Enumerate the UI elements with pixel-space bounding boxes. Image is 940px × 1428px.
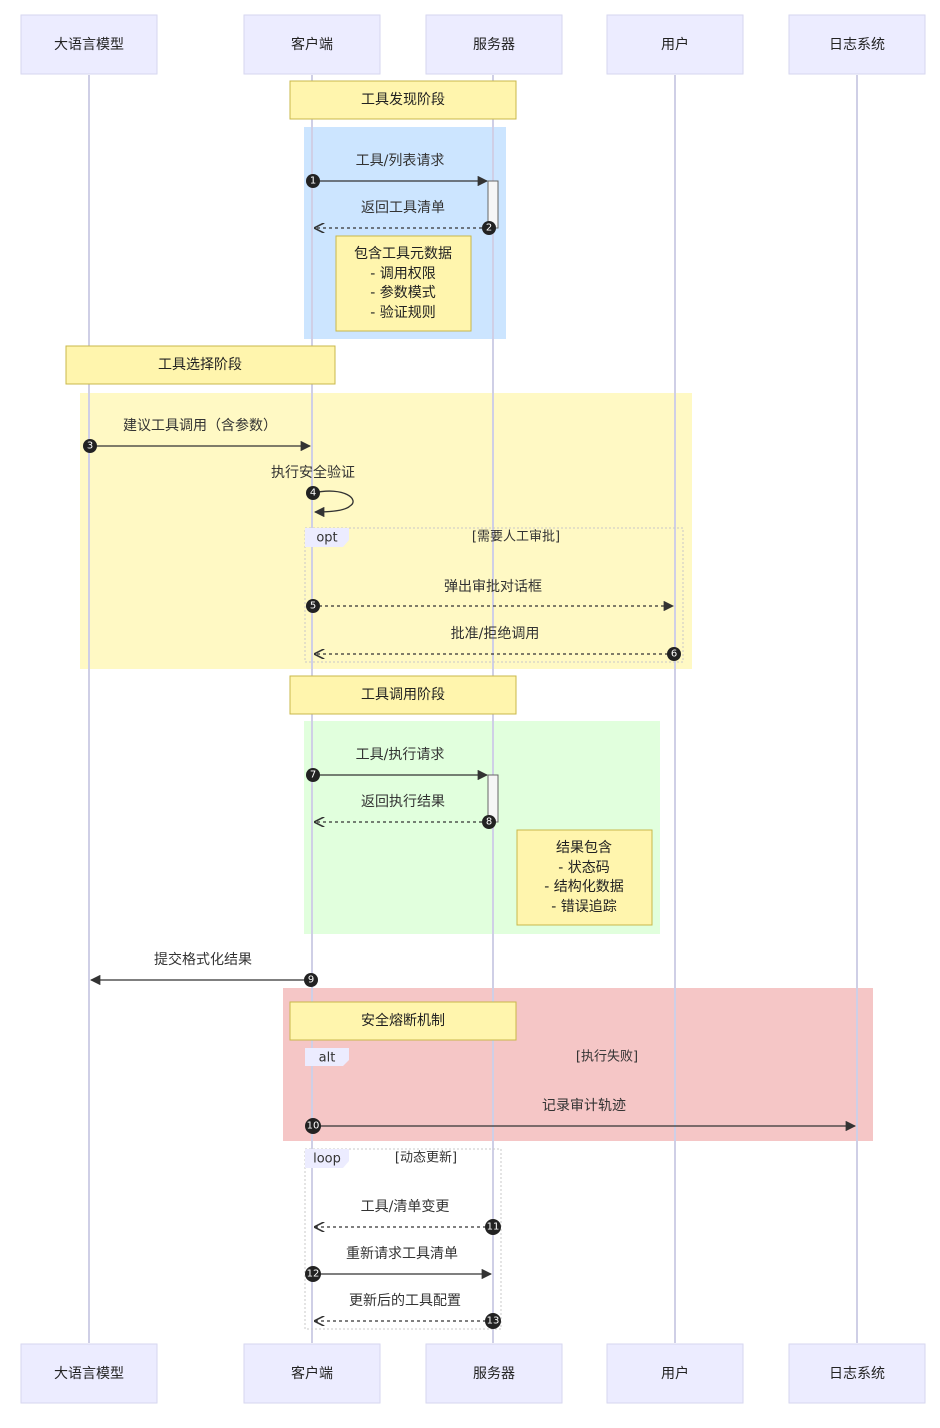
svg-text:2: 2 [486, 223, 492, 234]
loop-tab [305, 1149, 349, 1168]
actor-client-bottom: 客户端 [243, 1343, 381, 1404]
note-tool-metadata: 包含工具元数据 - 调用权限 - 参数模式 - 验证规则 [335, 235, 472, 332]
note-text: 工具发现阶段 [361, 92, 445, 108]
note-line: 结果包含 [556, 840, 612, 856]
alt-frame: alt [执行失败] [305, 1048, 638, 1066]
actor-label: 大语言模型 [54, 1366, 124, 1382]
sequence-number-2: 2 [482, 221, 496, 235]
opt-condition: [需要人工审批] [472, 530, 560, 545]
note-result-contents: 结果包含 - 状态码 - 结构化数据 - 错误追踪 [516, 829, 653, 926]
message-13-label: 更新后的工具配置 [349, 1293, 461, 1309]
message-2-label: 返回工具清单 [361, 200, 445, 216]
message-10-label: 记录审计轨迹 [542, 1098, 626, 1114]
actor-server-bottom: 服务器 [425, 1343, 563, 1404]
sequence-number-8: 8 [482, 815, 496, 829]
svg-text:13: 13 [487, 1316, 500, 1327]
message-7-label: 工具/执行请求 [356, 747, 445, 763]
note-text: 安全熔断机制 [361, 1012, 445, 1029]
opt-tab [305, 528, 349, 547]
sequence-number-4: 4 [306, 486, 320, 500]
actor-label: 客户端 [291, 36, 333, 53]
note-text: 工具调用阶段 [361, 687, 445, 703]
svg-text:5: 5 [310, 601, 316, 612]
actor-user-bottom: 用户 [606, 1343, 744, 1404]
sequence-number-5: 5 [306, 599, 320, 613]
message-4-arrow [312, 490, 354, 518]
actor-label: 用户 [661, 36, 689, 53]
alt-condition: [执行失败] [576, 1050, 638, 1065]
svg-text:9: 9 [308, 975, 314, 986]
actor-log-bottom: 日志系统 [788, 1343, 926, 1404]
svg-text:7: 7 [310, 770, 316, 781]
note-breaker-phase: 安全熔断机制 [289, 1001, 517, 1041]
actor-label: 大语言模型 [54, 37, 124, 53]
note-line: - 状态码 [558, 860, 610, 876]
note-line: 包含工具元数据 [354, 246, 452, 262]
actor-server-top: 服务器 [425, 14, 563, 75]
note-line: - 结构化数据 [544, 879, 624, 895]
loop-label: loop [313, 1152, 341, 1167]
actor-label: 服务器 [473, 1366, 515, 1382]
svg-text:8: 8 [486, 817, 492, 828]
sequence-number-9: 9 [304, 973, 318, 987]
sequence-number-3: 3 [83, 439, 97, 453]
actor-llm-bottom: 大语言模型 [20, 1343, 158, 1404]
loop-condition: [动态更新] [395, 1150, 457, 1166]
selection-region [80, 393, 692, 669]
actor-label: 日志系统 [829, 37, 885, 53]
actor-client-top: 客户端 [243, 14, 381, 75]
sequence-number-6: 6 [667, 647, 681, 661]
message-12-label: 重新请求工具清单 [346, 1246, 458, 1262]
message-9-label: 提交格式化结果 [154, 951, 252, 968]
note-line: - 错误追踪 [551, 899, 617, 915]
message-5-label: 弹出审批对话框 [444, 579, 542, 595]
message-11-label: 工具/清单变更 [361, 1199, 450, 1215]
note-invocation-phase: 工具调用阶段 [289, 675, 517, 715]
sequence-number-13: 13 [485, 1313, 501, 1329]
svg-text:4: 4 [310, 488, 316, 499]
message-1-label: 工具/列表请求 [356, 153, 445, 169]
sequence-number-7: 7 [306, 768, 320, 782]
svg-text:3: 3 [87, 441, 93, 452]
opt-frame: opt [需要人工审批] [304, 527, 684, 663]
sequence-number-1: 1 [306, 174, 320, 188]
note-text: 工具选择阶段 [158, 357, 242, 373]
message-4-label: 执行安全验证 [271, 464, 355, 481]
svg-text:12: 12 [307, 1269, 320, 1280]
svg-text:10: 10 [307, 1121, 320, 1132]
actor-llm-top: 大语言模型 [20, 14, 158, 75]
sequence-number-10: 10 [305, 1118, 321, 1134]
actor-label: 日志系统 [829, 1366, 885, 1382]
actor-log-top: 日志系统 [788, 14, 926, 75]
svg-text:1: 1 [310, 176, 316, 187]
svg-text:11: 11 [487, 1222, 500, 1233]
alt-label: alt [319, 1051, 336, 1066]
note-line: - 验证规则 [370, 305, 436, 321]
opt-label: opt [316, 531, 337, 546]
actor-label: 服务器 [473, 37, 515, 53]
note-selection-phase: 工具选择阶段 [65, 345, 336, 385]
message-3-label: 建议工具调用（含参数） [123, 417, 277, 434]
sequence-number-12: 12 [305, 1266, 321, 1282]
message-6-label: 批准/拒绝调用 [451, 626, 540, 642]
note-discovery-phase: 工具发现阶段 [289, 80, 517, 120]
server-activation-2 [487, 774, 499, 823]
svg-text:6: 6 [671, 649, 677, 660]
actor-label: 用户 [661, 1365, 689, 1382]
sequence-number-11: 11 [485, 1219, 501, 1235]
loop-frame: loop [动态更新] [304, 1148, 502, 1330]
actor-label: 客户端 [291, 1365, 333, 1382]
alt-tab [305, 1048, 349, 1066]
note-line: - 调用权限 [370, 266, 436, 282]
note-line: - 参数模式 [370, 284, 436, 301]
message-8-label: 返回执行结果 [361, 794, 445, 810]
actor-user-top: 用户 [606, 14, 744, 75]
server-activation-1 [487, 180, 499, 229]
